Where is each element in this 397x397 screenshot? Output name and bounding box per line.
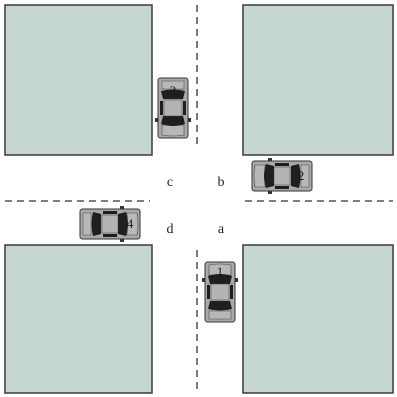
car-3-number: 3 (170, 83, 177, 98)
car-1-number: 1 (217, 264, 224, 279)
block-bottom-left (5, 245, 152, 393)
zone-label-c: c (167, 175, 173, 190)
block-bottom-right (243, 245, 393, 393)
car-2: 2 (252, 158, 312, 194)
car-4-number: 4 (127, 216, 134, 231)
car-1: 1 (202, 262, 238, 322)
block-top-left (5, 5, 152, 155)
car-2-number: 2 (298, 168, 305, 183)
block-top-right (243, 5, 393, 155)
zone-label-a: a (218, 222, 225, 237)
zone-label-b: b (218, 175, 225, 190)
car-3: 3 (155, 78, 191, 138)
zone-label-d: d (167, 222, 174, 237)
car-4: 4 (80, 206, 140, 242)
